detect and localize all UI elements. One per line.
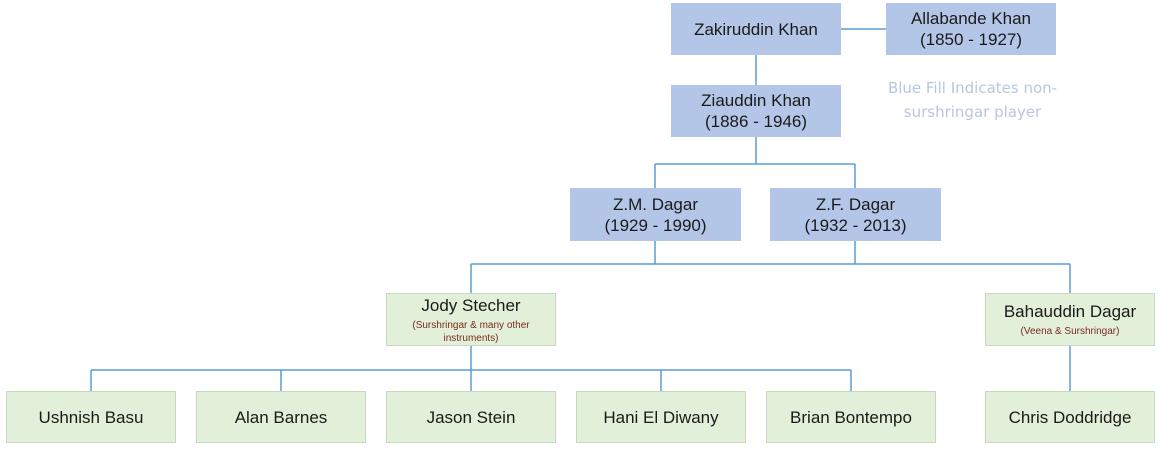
node-zakiruddin-khan: Zakiruddin Khan (671, 3, 841, 55)
node-allabande-khan: Allabande Khan (1850 - 1927) (886, 3, 1056, 55)
node-brian-bontempo: Brian Bontempo (766, 391, 936, 443)
node-name: Jody Stecher (421, 295, 521, 315)
node-bahauddin-dagar: Bahauddin Dagar (Veena & Surshringar) (985, 293, 1155, 346)
node-name: Jason Stein (426, 407, 516, 427)
node-name: Hani El Diwany (603, 407, 719, 427)
node-name: Brian Bontempo (790, 407, 912, 427)
node-zm-dagar: Z.M. Dagar (1929 - 1990) (570, 188, 741, 241)
node-name: Bahauddin Dagar (1003, 302, 1137, 321)
node-years: (1932 - 2013) (804, 215, 907, 235)
node-chris-doddridge: Chris Doddridge (985, 391, 1155, 443)
node-note: (Surshringar & many other instruments) (412, 319, 530, 344)
node-years: (1850 - 1927) (919, 30, 1023, 49)
node-hani-el-diwany: Hani El Diwany (576, 391, 746, 443)
legend-note: Blue Fill Indicates non-surshringar play… (887, 79, 1058, 121)
node-years: (1929 - 1990) (604, 215, 707, 235)
node-jody-stecher: Jody Stecher (Surshringar & many other i… (386, 293, 556, 346)
node-name: Allabande Khan (910, 9, 1032, 28)
node-zf-dagar: Z.F. Dagar (1932 - 2013) (770, 188, 941, 241)
node-name: Ushnish Basu (38, 407, 144, 427)
node-alan-barnes: Alan Barnes (196, 391, 366, 443)
node-name: Z.F. Dagar (815, 194, 896, 214)
node-name: Alan Barnes (234, 407, 328, 427)
node-note: (Veena & Surshringar) (1020, 326, 1120, 337)
node-name: Ziauddin Khan (701, 91, 811, 110)
node-jason-stein: Jason Stein (386, 391, 556, 443)
node-name: Z.M. Dagar (612, 194, 699, 214)
node-name: Chris Doddridge (1008, 407, 1132, 427)
node-years: (1886 - 1946) (704, 112, 808, 131)
node-name: Zakiruddin Khan (694, 19, 818, 39)
node-ushnish-basu: Ushnish Basu (6, 391, 176, 443)
node-ziauddin-khan: Ziauddin Khan (1886 - 1946) (671, 85, 841, 137)
